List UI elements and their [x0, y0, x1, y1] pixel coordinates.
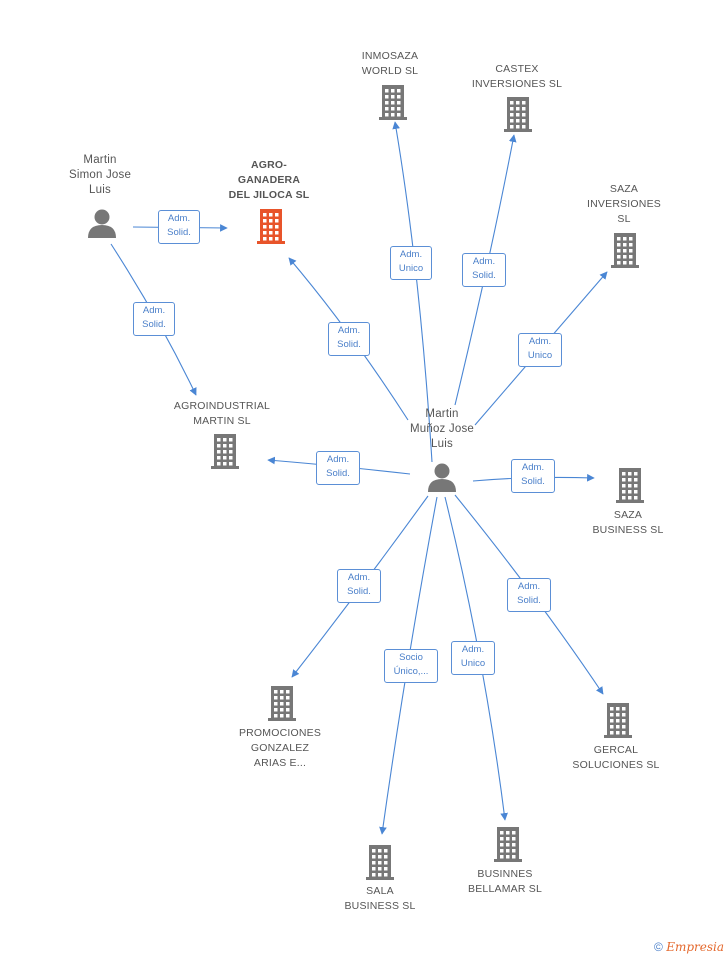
node-label-businnes[interactable]: BUSINNES BELLAMAR SL — [468, 868, 542, 895]
node-label-saza-inversiones[interactable]: SAZA INVERSIONES SL — [587, 183, 661, 225]
person-icon-martin-simon[interactable] — [88, 209, 116, 239]
building-icon-gercal[interactable] — [604, 703, 632, 738]
building-icon-saza-business[interactable] — [616, 468, 644, 503]
edge-label-munoz-saza-business: Adm. Solid. — [511, 459, 555, 493]
edge-label-munoz-sala: Socio Único,... — [384, 649, 438, 683]
edge-label-munoz-businnes: Adm. Unico — [451, 641, 495, 675]
building-icon-promociones[interactable] — [268, 686, 296, 721]
node-label-inmosaza[interactable]: INMOSAZA WORLD SL — [361, 50, 419, 77]
edge-label-munoz-promociones: Adm. Solid. — [337, 569, 381, 603]
edge-label-munoz-agro: Adm. Solid. — [328, 322, 370, 356]
building-icon-agro-ganadera[interactable] — [257, 209, 285, 244]
building-icon-castex[interactable] — [504, 97, 532, 132]
copyright-notice: © Empresia — [654, 940, 724, 954]
node-label-sala[interactable]: SALA BUSINESS SL — [344, 885, 416, 912]
node-label-castex[interactable]: CASTEX INVERSIONES SL — [471, 63, 563, 90]
edge-label-simon-agro: Adm. Solid. — [158, 210, 200, 244]
edge-label-munoz-gercal: Adm. Solid. — [507, 578, 551, 612]
node-label-agroindustrial[interactable]: AGROINDUSTRIAL MARTIN SL — [173, 400, 271, 427]
node-label-promociones[interactable]: PROMOCIONES GONZALEZ ARIAS E... — [238, 727, 322, 769]
building-icon-saza-inversiones[interactable] — [611, 233, 639, 268]
edge-munoz-inmosaza — [392, 121, 433, 463]
node-label-saza-business[interactable]: SAZA BUSINESS SL — [592, 509, 664, 536]
person-icon-martin-munoz[interactable] — [428, 463, 456, 493]
copyright-symbol: © — [654, 940, 663, 954]
edge-label-munoz-inmosaza: Adm. Unico — [390, 246, 432, 280]
building-icon-inmosaza[interactable] — [379, 85, 407, 120]
edge-label-munoz-castex: Adm. Solid. — [462, 253, 506, 287]
node-label-agro-ganadera[interactable]: AGRO- GANADERA DEL JILOCA SL — [228, 159, 310, 201]
building-icon-agroindustrial[interactable] — [211, 434, 239, 469]
edge-label-simon-agroindustrial: Adm. Solid. — [133, 302, 175, 336]
brand-logo-text[interactable]: Empresia — [666, 940, 724, 954]
edge-label-munoz-agroindustrial: Adm. Solid. — [316, 451, 360, 485]
building-icon-sala[interactable] — [366, 845, 394, 880]
person-label-martin-simon[interactable]: Martin Simon Jose Luis — [68, 154, 132, 196]
edge-label-munoz-saza-inv: Adm. Unico — [518, 333, 562, 367]
node-label-gercal[interactable]: GERCAL SOLUCIONES SL — [572, 744, 660, 771]
person-label-martin-munoz[interactable]: Martin Muñoz Jose Luis — [409, 408, 474, 450]
building-icon-businnes[interactable] — [494, 827, 522, 862]
